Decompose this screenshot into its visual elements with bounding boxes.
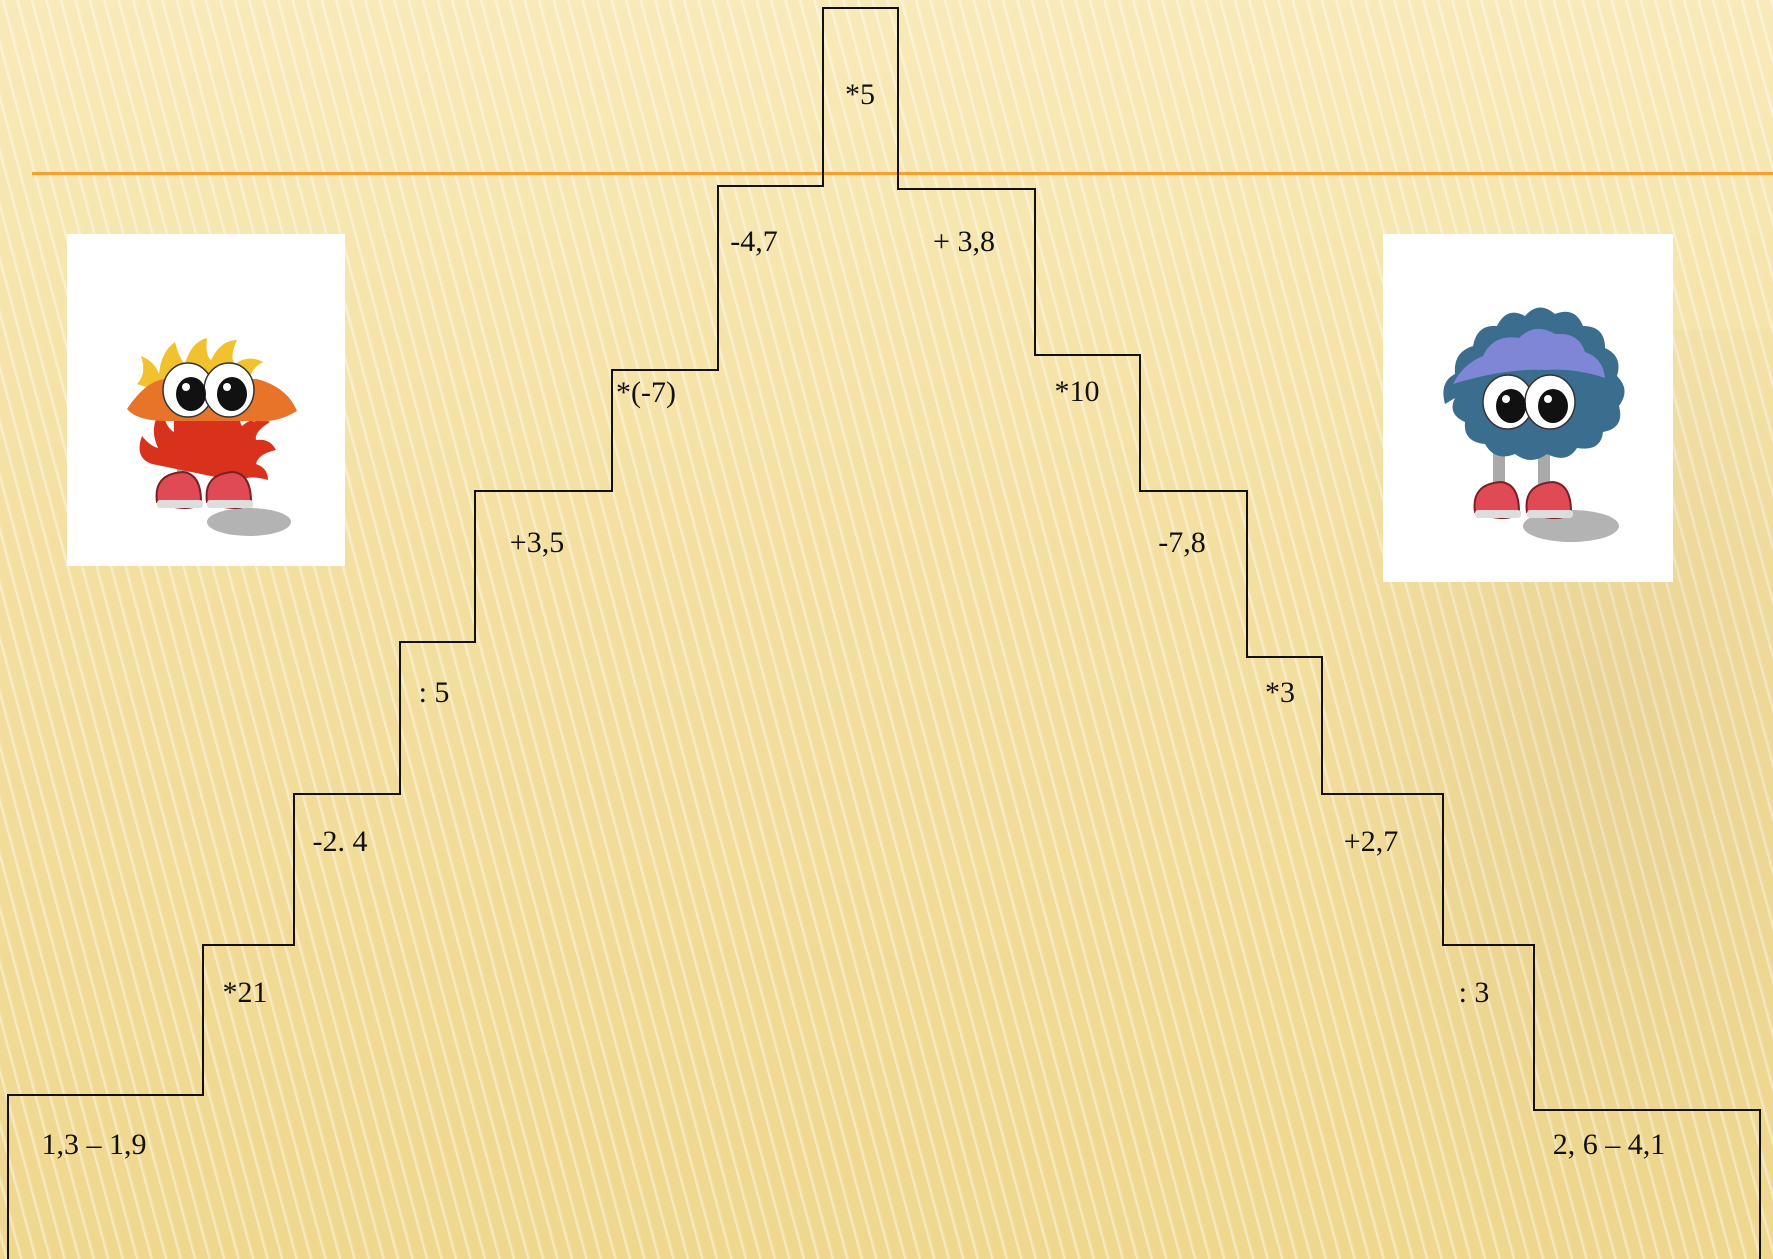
step-right-2-label: *10 [1055, 375, 1100, 409]
step-left-4-label: +3,5 [510, 526, 564, 560]
fuzzy-creature-red-yellow-icon [67, 234, 345, 566]
step-right-3-label: -7,8 [1158, 526, 1206, 560]
step-left-start-label: 1,3 – 1,9 [42, 1128, 147, 1162]
step-right-end-label: 2, 6 – 4,1 [1553, 1128, 1666, 1162]
step-right-6-label: : 3 [1459, 976, 1490, 1010]
stairs-left-outline [8, 8, 1760, 1259]
step-left-3-label: : 5 [419, 676, 450, 710]
step-left-1-label: *21 [223, 976, 268, 1010]
step-top-label: *5 [845, 78, 875, 112]
step-right-1-label: + 3,8 [933, 225, 995, 259]
step-right-5-label: +2,7 [1344, 825, 1398, 859]
step-right-4-label: *3 [1265, 676, 1295, 710]
step-left-6-label: -4,7 [730, 225, 778, 259]
creature-right-image [1383, 234, 1673, 582]
creature-left-image [67, 234, 345, 566]
fuzzy-creature-blue-icon [1383, 234, 1673, 582]
step-left-5-label: *(-7) [616, 376, 676, 410]
step-left-2-label: -2. 4 [313, 825, 368, 859]
